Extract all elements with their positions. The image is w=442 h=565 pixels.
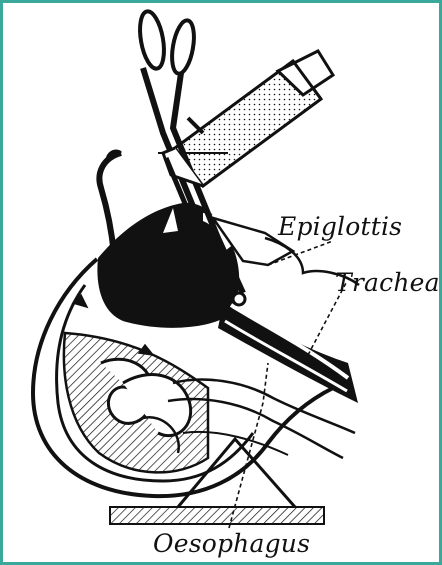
label-epiglottis: Epiglottis	[278, 212, 402, 241]
label-trachea: Trachea	[335, 268, 440, 297]
label-oesophagus: Oesophagus	[153, 529, 310, 558]
